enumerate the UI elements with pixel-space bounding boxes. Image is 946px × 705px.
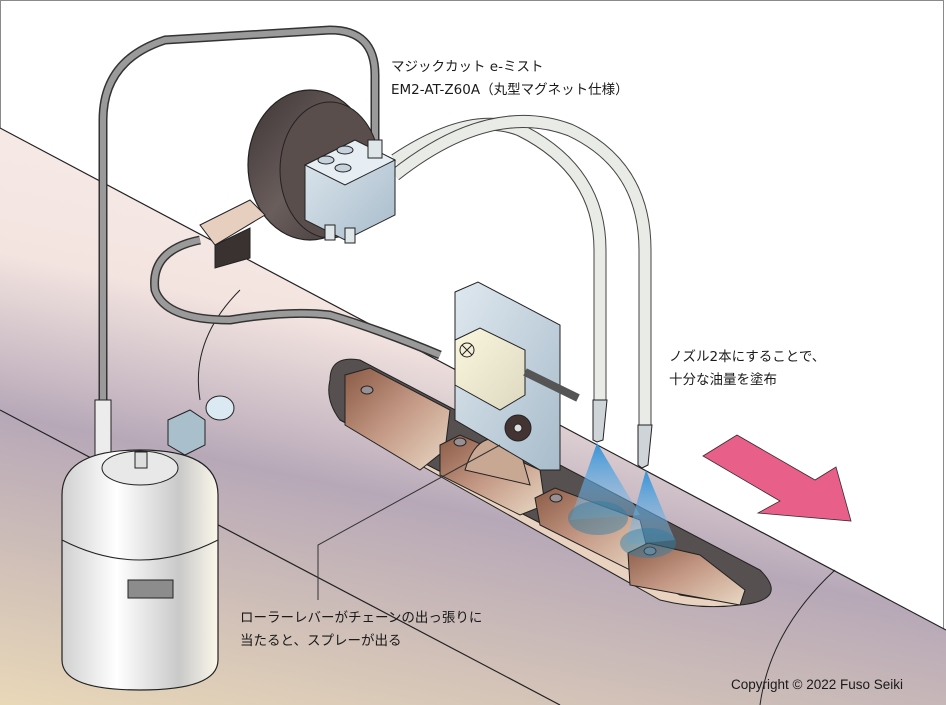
air-tube [98, 25, 442, 405]
lever-callout-line2: 当たると、スプレーが出る [240, 633, 402, 649]
roller-lever-valve [454, 281, 580, 471]
product-title: マジックカット e-ミスト EM2-AT-Z60A（丸型マグネット仕様） [391, 56, 629, 102]
nozzle-callout-line1: ノズル2本にすることで、 [669, 349, 826, 365]
lever-callout-line1: ローラーレバーがチェーンの出っ張りに [240, 610, 483, 626]
product-title-line1: マジックカット e-ミスト [391, 59, 544, 75]
copyright-notice: Copyright © 2022 Fuso Seiki [731, 677, 904, 692]
valve-block [303, 139, 397, 244]
chain-links [344, 367, 746, 606]
regulator-fitting [199, 199, 266, 269]
lever-callout: ローラーレバーがチェーンの出っ張りに 当たると、スプレーが出る [240, 607, 482, 653]
product-title-line2: EM2-AT-Z60A（丸型マグネット仕様） [391, 82, 629, 98]
oil-tank [61, 395, 235, 691]
nozzle-callout-line2: 十分な油量を塗布 [669, 372, 777, 388]
nozzle-callout: ノズル2本にすることで、 十分な油量を塗布 [669, 346, 825, 392]
flow-direction-arrow [702, 434, 852, 522]
flexible-nozzles [390, 114, 653, 469]
lever-callout-leader [317, 444, 501, 600]
spray-cones [568, 443, 676, 558]
